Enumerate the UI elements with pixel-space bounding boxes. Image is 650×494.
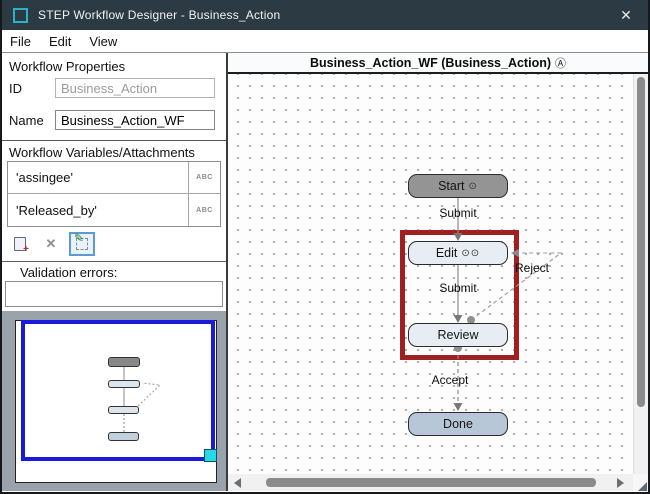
variables-toolbar: + ✕ ✎ [7,231,95,256]
workflow-properties-header: Workflow Properties [9,59,126,74]
overview-minimap[interactable] [2,311,226,491]
horizontal-scrollbar[interactable] [228,474,648,491]
variable-type-badge: ABC [188,162,220,193]
edge-label-submit-2: Submit [439,281,477,295]
vertical-scrollbar-thumb[interactable] [637,77,645,407]
horizontal-scrollbar-thumb[interactable] [266,478,596,487]
node-edit[interactable]: Edit⊙⊙ [408,241,508,265]
minimap-resize-handle[interactable] [204,449,217,462]
resize-grip[interactable] [638,482,647,491]
variable-type-badge: ABC [188,194,220,226]
menu-view[interactable]: View [89,33,118,49]
minimap-viewport[interactable] [21,320,215,461]
add-variable-button[interactable]: + [7,232,33,256]
workflow-state-icon: Ⓐ [555,57,566,70]
close-button[interactable]: ✕ [620,6,632,23]
canvas-title: Business_Action_WF (Business_Action)Ⓐ [309,55,566,70]
menu-file[interactable]: File [10,33,31,49]
minimap-node-start [108,357,140,367]
name-label: Name [9,112,44,128]
edit-variable-button[interactable]: ✎ [69,231,95,256]
canvas-header: Business_Action_WF (Business_Action)Ⓐ [228,53,648,74]
workflow-editor: Business_Action_WF (Business_Action)Ⓐ [228,53,648,491]
variables-list: 'assingee' ABC 'Released_by' ABC [7,161,221,227]
state-icon: ⊙⊙ [461,247,481,259]
scroll-right-arrow-icon[interactable] [617,478,624,488]
name-field[interactable] [55,110,215,130]
variables-header: Workflow Variables/Attachments [9,145,195,160]
separator [2,261,226,262]
minimap-page [15,320,217,483]
vertical-scrollbar[interactable] [633,74,648,474]
workflow-canvas[interactable]: Start⊙ Edit⊙⊙ Review Done Submit Submit … [228,74,633,474]
minimap-node-edit [108,380,140,388]
selection-rectangle [400,230,519,360]
properties-panel: Workflow Properties ID Name Workflow Var… [2,53,228,491]
node-done[interactable]: Done [408,412,508,436]
validation-errors-box[interactable] [5,281,223,307]
validation-errors-label: Validation errors: [20,265,118,280]
app-icon [13,7,28,23]
id-field [55,78,215,98]
new-document-icon: + [14,237,29,255]
minimap-node-review [108,406,139,414]
delete-icon: ✕ [45,236,57,251]
separator [2,140,226,141]
minimap-node-done [108,432,139,441]
menu-edit[interactable]: Edit [48,33,72,49]
edge-label-reject: Reject [515,261,550,275]
edge-label-accept: Accept [431,373,469,387]
state-icon: ⊙ [468,180,478,192]
minimap-edges [123,367,162,432]
window-title: STEP Workflow Designer - Business_Action [38,8,281,22]
menu-bar: File Edit View [2,30,648,53]
edit-pencil-icon: ✎ [74,231,88,250]
variable-name: 'Released_by' [16,202,97,218]
title-bar: STEP Workflow Designer - Business_Action… [2,0,648,30]
node-start[interactable]: Start⊙ [408,174,508,198]
variable-row[interactable]: 'assingee' ABC [8,162,220,194]
variable-name: 'assingee' [16,170,74,185]
node-review[interactable]: Review [408,323,508,347]
scroll-left-arrow-icon[interactable] [234,478,241,488]
edge-label-submit-1: Submit [439,206,477,220]
id-label: ID [9,80,22,96]
variable-row[interactable]: 'Released_by' ABC [8,194,220,226]
delete-variable-button[interactable]: ✕ [38,232,64,256]
